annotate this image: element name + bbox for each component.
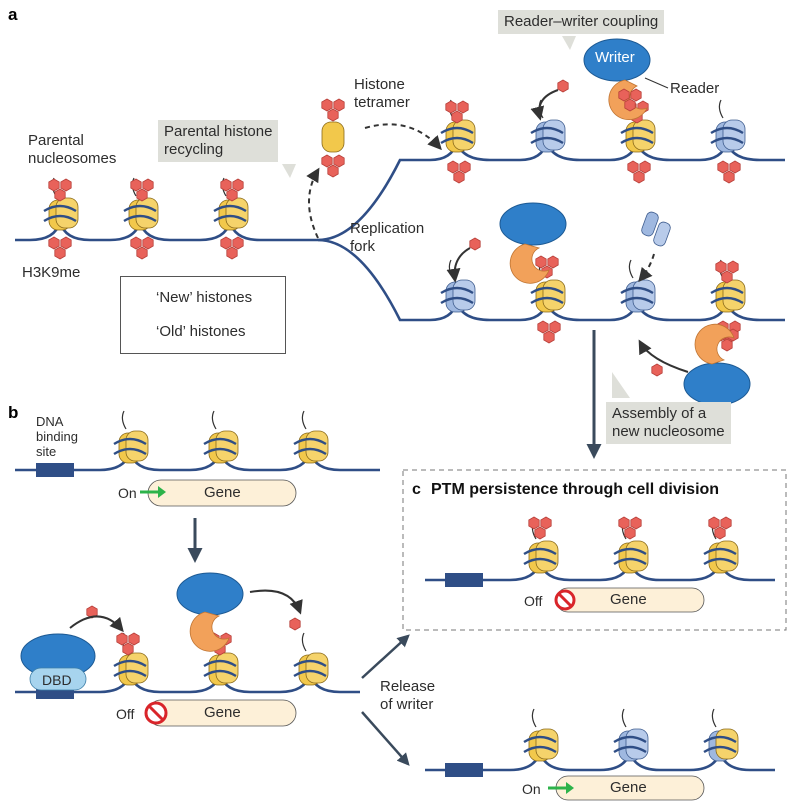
nucleosome-new xyxy=(612,707,650,763)
nucleosome-old xyxy=(112,409,150,465)
dna-binding-site-label-3: site xyxy=(36,444,57,459)
new-histone-arrow xyxy=(638,253,655,283)
panel-c-title: PTM persistence through cell division xyxy=(431,481,720,498)
nucleosome-mixed xyxy=(702,707,740,763)
callout-tail xyxy=(562,36,576,50)
methylation-arrow xyxy=(446,247,471,283)
h3k9me-label: H3K9me xyxy=(22,264,81,281)
callout-recycling-line-1: Parental histone xyxy=(164,123,273,140)
replication-fork-label-2: fork xyxy=(350,238,376,255)
gene-label: Gene xyxy=(610,779,647,796)
release-arrow xyxy=(361,711,410,766)
reader-domain xyxy=(694,323,735,365)
off-label: Off xyxy=(524,593,543,609)
off-sign-icon xyxy=(144,701,168,725)
to-panel-c-arrow xyxy=(361,634,410,679)
callout-tail xyxy=(282,164,296,178)
callout-tail xyxy=(612,372,630,398)
off-sign-icon xyxy=(554,589,576,611)
dbd-label: DBD xyxy=(42,672,72,688)
methyl-mark xyxy=(289,617,301,631)
gene-label: Gene xyxy=(610,591,647,608)
new-histone-dimer xyxy=(641,211,671,247)
methylation-arrow xyxy=(249,589,303,615)
methyl-mark xyxy=(651,363,663,377)
methyl-mark xyxy=(619,517,641,539)
panel-c-frame xyxy=(402,469,787,631)
legend-old-label: ‘Old’ histones xyxy=(156,323,246,340)
nucleosome-new xyxy=(709,98,747,154)
nucleosome-old xyxy=(202,409,240,465)
reader-leader-line xyxy=(644,77,669,89)
nucleosome-new xyxy=(619,258,657,314)
writer-enzyme xyxy=(176,572,244,616)
callout-assembly-line-2: new nucleosome xyxy=(612,423,725,440)
replication-fork-label-1: Replication xyxy=(350,220,425,237)
panel-label-b: b xyxy=(8,403,19,422)
callout-reader-writer: Reader–writer coupling xyxy=(498,10,665,34)
legend-new-label: ‘New’ histones xyxy=(156,289,253,306)
methyl-mark xyxy=(131,237,153,259)
release-writer-label-1: Release xyxy=(380,678,436,695)
legend xyxy=(120,276,286,354)
methyl-mark xyxy=(469,237,481,251)
callout-assembly-line-1: Assembly of a xyxy=(612,405,707,422)
methyl-mark xyxy=(538,321,560,343)
reader-domain xyxy=(509,243,550,284)
histone-tetramer-label-2: tetramer xyxy=(354,94,410,111)
nucleosome-old xyxy=(292,631,330,687)
nucleosome-old xyxy=(292,409,330,465)
methyl-mark xyxy=(628,161,650,183)
methyl-mark xyxy=(221,237,243,259)
on-arrow-head xyxy=(566,782,574,794)
nucleosome-new xyxy=(529,98,567,154)
methyl-mark xyxy=(529,517,551,539)
parental-nucleosomes-label-1: Parental xyxy=(28,132,84,149)
reader-domain xyxy=(189,611,230,652)
panel-label-a: a xyxy=(8,5,18,24)
methylation-arrow xyxy=(69,615,124,633)
methyl-mark xyxy=(557,79,569,93)
callout-assembly: Assembly of a new nucleosome xyxy=(606,402,731,444)
nucleosome-new xyxy=(439,258,477,314)
parental-nucleosomes-label-2: nucleosomes xyxy=(28,150,117,167)
methyl-mark xyxy=(117,633,139,655)
histone-tetramer-label-1: Histone xyxy=(354,76,405,93)
dbd-domain xyxy=(29,667,87,691)
callout-recycling: Parental histone recycling xyxy=(158,120,279,162)
on-label: On xyxy=(522,781,541,797)
writer-enzyme xyxy=(583,38,651,82)
on-label: On xyxy=(118,485,137,501)
recycling-arrow xyxy=(306,167,320,239)
reader-label: Reader xyxy=(670,80,720,97)
methyl-mark xyxy=(709,517,731,539)
methylation-arrow xyxy=(638,339,689,373)
writer-enzyme xyxy=(683,362,751,406)
writer-label: Writer xyxy=(595,49,635,66)
methylation-arrow xyxy=(530,89,559,121)
nucleosome-old xyxy=(522,707,560,763)
panel-label-c: c xyxy=(412,481,421,498)
gene-label: Gene xyxy=(204,704,241,721)
methyl-mark xyxy=(718,161,740,183)
callout-recycling-line-2: recycling xyxy=(164,141,224,158)
on-arrow-head xyxy=(158,486,166,498)
release-writer-label-2: of writer xyxy=(380,696,434,713)
dna-binding-site-label-1: DNA xyxy=(36,414,64,429)
histone-tetramer xyxy=(321,99,345,177)
writer-enzyme xyxy=(499,202,567,246)
methyl-mark xyxy=(448,161,470,183)
tetramer-arrow xyxy=(364,123,442,151)
dna-binding-site-label-2: binding xyxy=(36,429,78,444)
methyl-mark xyxy=(49,237,71,259)
off-label: Off xyxy=(116,706,135,722)
gene-label: Gene xyxy=(204,484,241,501)
